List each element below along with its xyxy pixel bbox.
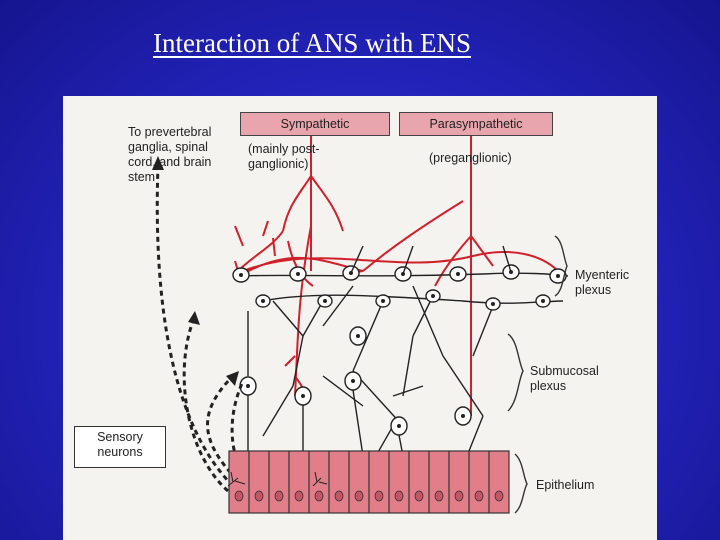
sympathetic-label: Sympathetic (280, 117, 350, 131)
ans-ens-diagram: Sympathetic Parasympathetic (mainly post… (63, 96, 657, 540)
pathway-arrowheads (152, 156, 239, 386)
epithelium-cells (228, 450, 510, 514)
diagram-drawing (152, 134, 569, 514)
epithelium-label: Epithelium (536, 478, 595, 492)
sensory-neurons-box: Sensory neurons (74, 426, 166, 468)
sensory-endings (227, 471, 328, 487)
sympathetic-sublabel: (mainly post- ganglionic) (248, 142, 320, 171)
parasympathetic-sublabel: (preganglionic) (429, 151, 512, 165)
submucosal-label: Submucosal plexus (530, 364, 599, 393)
sympathetic-fibers (234, 134, 344, 397)
myenteric-connections (237, 272, 569, 467)
prevertebral-label: To prevertebral ganglia, spinal cord, an… (128, 125, 212, 184)
parasympathetic-box: Parasympathetic (399, 112, 553, 136)
myenteric-label: Myenteric plexus (575, 268, 630, 297)
sympathetic-box: Sympathetic (240, 112, 390, 136)
parasympathetic-label: Parasympathetic (429, 117, 523, 131)
sensory-pathways (155, 165, 255, 493)
region-braces (507, 235, 568, 514)
submucosal-neurons (239, 326, 472, 436)
slide-title: Interaction of ANS with ENS (153, 28, 471, 58)
